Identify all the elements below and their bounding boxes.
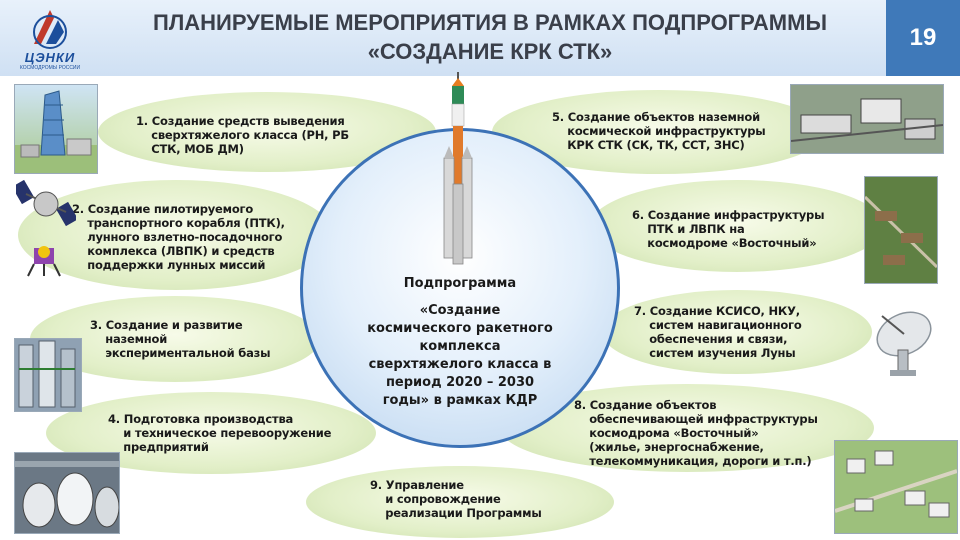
lab-equipment-icon xyxy=(14,338,82,412)
item-6-text: 6. Создание инфраструктуры ПТК и ЛВПК на… xyxy=(632,208,824,250)
item-1-text: 1. Создание средств выведения сверхтяжел… xyxy=(136,114,349,156)
center-text: «Создание космического ракетного комплек… xyxy=(330,302,590,410)
item-5-text: 5. Создание объектов наземной космическо… xyxy=(552,110,766,152)
page-number-badge: 19 xyxy=(886,0,960,76)
item-9-text: 9. Управление и сопровождение реализации… xyxy=(370,478,542,520)
factory-icon xyxy=(14,452,120,534)
title-line-1: ПЛАНИРУЕМЫЕ МЕРОПРИЯТИЯ В РАМКАХ ПОДПРОГ… xyxy=(100,8,880,37)
infrastructure-render-icon xyxy=(790,84,944,154)
cosmodrome-render-icon xyxy=(864,176,938,284)
title-line-2: «СОЗДАНИЕ КРК СТК» xyxy=(100,37,880,66)
logo-icon: ЦЭНКИ КОСМОДРОМЫ РОССИИ xyxy=(8,4,92,74)
item-7-text: 7. Создание КСИСО, НКУ, систем навигацио… xyxy=(634,304,802,360)
logo-subtitle: КОСМОДРОМЫ РОССИИ xyxy=(8,65,92,71)
page-title: ПЛАНИРУЕМЫЕ МЕРОПРИЯТИЯ В РАМКАХ ПОДПРОГ… xyxy=(100,8,880,66)
lunar-module-icon xyxy=(24,240,64,280)
item-8-text: 8. Создание объектов обеспечивающей инфр… xyxy=(574,398,818,468)
satellite-dish-icon xyxy=(868,306,938,380)
rocket-icon xyxy=(436,72,480,268)
logo-name: ЦЭНКИ xyxy=(8,50,92,65)
item-4-text: 4. Подготовка производства и техническое… xyxy=(108,412,331,454)
spacecraft-icon xyxy=(16,178,76,230)
item-3-text: 3. Создание и развитие наземной эксперим… xyxy=(90,318,270,360)
launch-tower-icon xyxy=(14,84,98,174)
center-label: Подпрограмма xyxy=(330,276,590,291)
item-2-text: 2. Создание пилотируемого транспортного … xyxy=(72,202,285,272)
town-render-icon xyxy=(834,440,958,534)
